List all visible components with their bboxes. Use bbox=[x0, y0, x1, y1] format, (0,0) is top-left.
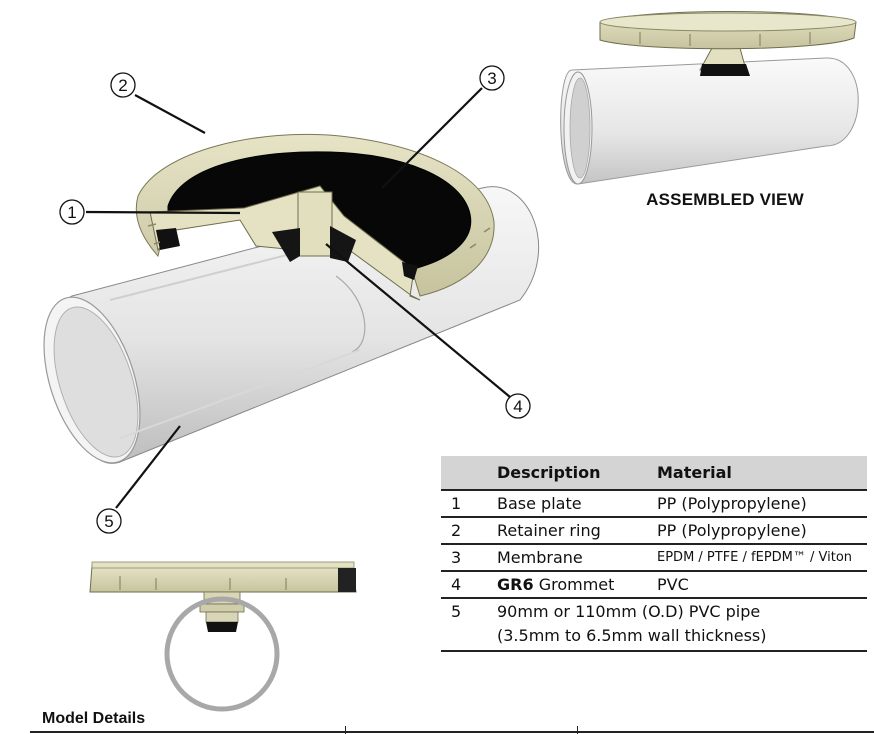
row-material: PVC bbox=[657, 570, 867, 598]
row-num: 2 bbox=[441, 516, 487, 544]
table-row: 4 GR6 Grommet PVC bbox=[441, 570, 867, 598]
row-description: 90mm or 110mm (O.D) PVC pipe (3.5mm to 6.… bbox=[487, 597, 867, 652]
row-material: PP (Polypropylene) bbox=[657, 489, 867, 517]
pipe-section bbox=[164, 596, 280, 712]
svg-text:5: 5 bbox=[104, 512, 113, 531]
header-num bbox=[441, 456, 487, 490]
side-view bbox=[89, 561, 357, 712]
row-material: PP (Polypropylene) bbox=[657, 516, 867, 544]
svg-text:3: 3 bbox=[487, 69, 496, 88]
row-num: 1 bbox=[441, 489, 487, 517]
bottom-tick bbox=[345, 726, 346, 734]
table-row: 2 Retainer ring PP (Polypropylene) bbox=[441, 516, 867, 544]
callout-4: 4 bbox=[505, 393, 531, 419]
row-num: 3 bbox=[441, 543, 487, 571]
pipe-desc-line2: (3.5mm to 6.5mm wall thickness) bbox=[497, 626, 767, 645]
table-header-row: Description Material bbox=[441, 456, 867, 490]
callout-1: 1 bbox=[59, 199, 85, 225]
svg-text:1: 1 bbox=[67, 203, 76, 222]
table-row: 1 Base plate PP (Polypropylene) bbox=[441, 489, 867, 517]
header-material: Material bbox=[657, 456, 867, 490]
header-description: Description bbox=[487, 456, 657, 490]
assembled-pipe bbox=[560, 57, 859, 185]
table-row: 3 Membrane EPDM / PTFE / fEPDM™ / Viton bbox=[441, 543, 867, 571]
svg-text:2: 2 bbox=[118, 76, 127, 95]
grommet-desc: Grommet bbox=[538, 575, 615, 594]
row-description: Retainer ring bbox=[487, 516, 657, 544]
assembled-view bbox=[560, 11, 859, 185]
pipe-desc-line1: 90mm or 110mm (O.D) PVC pipe bbox=[497, 602, 761, 621]
main-cutaway bbox=[43, 133, 539, 464]
model-details-heading: Model Details bbox=[42, 710, 146, 727]
row-num: 4 bbox=[441, 570, 487, 598]
callout-5: 5 bbox=[96, 508, 122, 534]
callout-2: 2 bbox=[110, 72, 136, 98]
membrane bbox=[167, 151, 472, 271]
callout-3: 3 bbox=[479, 65, 505, 91]
material-table: Description Material 1 Base plate PP (Po… bbox=[441, 456, 867, 652]
row-description: Membrane bbox=[487, 543, 657, 571]
grommet-model: GR6 bbox=[497, 575, 534, 594]
grommet bbox=[272, 228, 300, 262]
row-description: GR6 Grommet bbox=[487, 570, 657, 598]
svg-text:4: 4 bbox=[513, 397, 522, 416]
leader-lines bbox=[85, 87, 511, 509]
bottom-divider bbox=[30, 731, 874, 733]
bottom-tick bbox=[577, 726, 578, 734]
row-material: EPDM / PTFE / fEPDM™ / Viton bbox=[657, 543, 867, 571]
row-description: Base plate bbox=[487, 489, 657, 517]
table-row: 5 90mm or 110mm (O.D) PVC pipe (3.5mm to … bbox=[441, 597, 867, 652]
assembled-view-label: ASSEMBLED VIEW bbox=[646, 190, 804, 209]
row-num: 5 bbox=[441, 597, 487, 652]
